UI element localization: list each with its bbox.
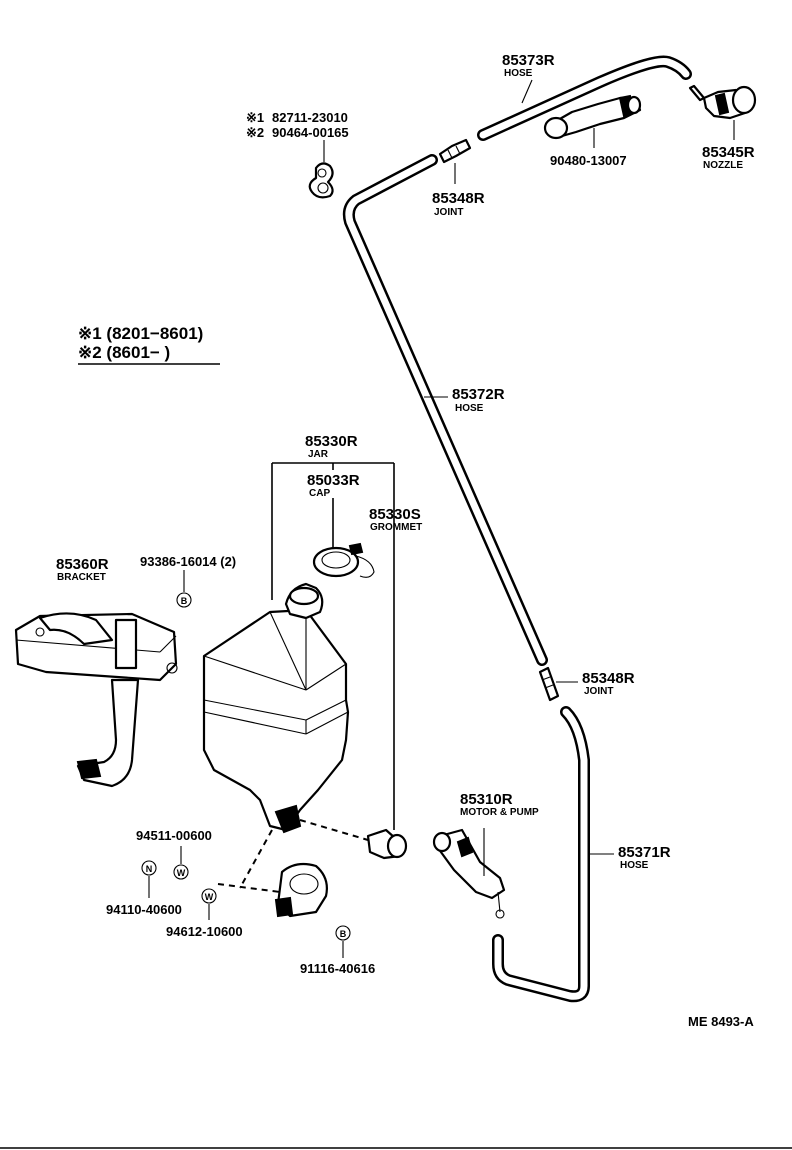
- bracket-85360r: [14, 612, 178, 788]
- joint-85348r-top: [438, 138, 472, 164]
- label-bolt-jar-number: 91116-40616: [300, 961, 375, 976]
- note-1: ※1 (8201−8601): [78, 324, 203, 343]
- label-cap-number: 85033R: [307, 472, 360, 489]
- label-clip-1-number: 82711-23010: [272, 110, 348, 125]
- label-washer-1-number: 94511-00600: [136, 828, 212, 843]
- bolt-symbol-91116: B: [335, 925, 351, 941]
- label-clip-2-number: 90464-00165: [272, 125, 349, 140]
- label-joint-top-number: 85348R: [432, 190, 485, 207]
- svg-text:W: W: [205, 892, 214, 902]
- label-bracket-name: BRACKET: [57, 572, 106, 583]
- svg-text:B: B: [181, 596, 188, 606]
- fitting-90480-13007: [543, 94, 642, 140]
- label-hose-85373r-number: 85373R: [502, 52, 555, 69]
- joint-85348r-low: [538, 666, 560, 702]
- hose-85371r: [492, 706, 590, 1003]
- label-hose-85372r-number: 85372R: [452, 386, 505, 403]
- label-bracket-number: 85360R: [56, 556, 109, 573]
- clip-82711: [308, 162, 334, 199]
- svg-text:N: N: [146, 864, 153, 874]
- label-clip-1-mark: ※1: [246, 110, 264, 125]
- label-washer-2-number: 94612-10600: [166, 924, 243, 939]
- label-hose-85373r-name: HOSE: [504, 68, 533, 79]
- leader-hose-85373r: [521, 79, 533, 104]
- drawing-code: ME 8493-A: [688, 1014, 754, 1029]
- label-jar-number: 85330R: [305, 433, 358, 450]
- note-2: ※2 (8601− ): [78, 343, 170, 362]
- label-joint-low-name: JOINT: [584, 686, 613, 697]
- label-hose-85372r-name: HOSE: [455, 403, 484, 414]
- label-jar-name: JAR: [308, 449, 329, 460]
- label-fitting-number: 90480-13007: [550, 153, 627, 168]
- label-motor-name: MOTOR & PUMP: [460, 807, 539, 818]
- label-nozzle-name: NOZZLE: [703, 160, 743, 171]
- label-joint-top-name: JOINT: [434, 207, 463, 218]
- hose-85372r: [342, 154, 548, 666]
- label-grommet-number: 85330S: [369, 506, 421, 523]
- label-hose-85371r-name: HOSE: [620, 860, 649, 871]
- group-bracket-lines: [271, 462, 395, 830]
- svg-text:B: B: [340, 929, 347, 939]
- washer-symbol-94612: W: [201, 888, 217, 904]
- motor-pump-85310r: [432, 828, 506, 919]
- bolt-symbol-93386: B: [176, 592, 192, 608]
- grommet-85330s: [366, 828, 408, 860]
- jar-85330r: [202, 582, 350, 834]
- clamp-dash-2: [217, 883, 281, 893]
- pump-clamp: [274, 862, 328, 918]
- label-nut-number: 94110-40600: [106, 902, 182, 917]
- svg-text:W: W: [177, 868, 186, 878]
- label-hose-85371r-number: 85371R: [618, 844, 671, 861]
- washer-symbol-94511: W: [173, 864, 189, 880]
- label-motor-number: 85310R: [460, 791, 513, 808]
- label-joint-low-number: 85348R: [582, 670, 635, 687]
- label-grommet-name: GROMMET: [370, 522, 422, 533]
- label-cap-name: CAP: [309, 488, 330, 499]
- clamp-dash-1: [239, 829, 273, 889]
- cap-85033r: [312, 542, 375, 578]
- nozzle-85345r: [688, 84, 757, 120]
- nut-symbol-94110: N: [141, 860, 157, 876]
- label-clip-2-mark: ※2: [246, 125, 264, 140]
- grommet-dash: [299, 819, 369, 841]
- label-nozzle-number: 85345R: [702, 144, 755, 161]
- hose-85373r: [477, 55, 692, 141]
- label-bolt-bracket-number: 93386-16014 (2): [140, 554, 236, 569]
